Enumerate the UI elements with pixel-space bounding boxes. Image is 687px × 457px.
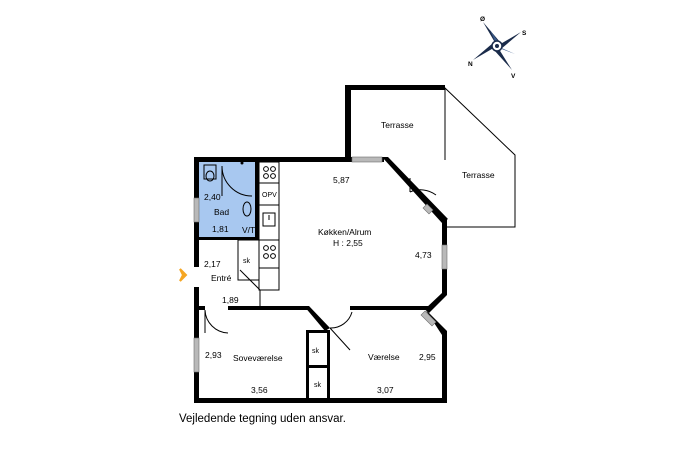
kitchen-name: Køkken/Alrum bbox=[318, 227, 371, 237]
room-name: Værelse bbox=[368, 352, 400, 362]
compass-rose-icon: Ø S N V bbox=[468, 16, 527, 80]
bedroom-dim-bottom: 3,56 bbox=[251, 385, 268, 395]
compass-o-label: Ø bbox=[480, 16, 485, 23]
window-right bbox=[441, 244, 448, 270]
bedroom-dim-left: 2,93 bbox=[205, 350, 222, 360]
terrace-1-label: Terrasse bbox=[381, 120, 414, 130]
bedroom-name: Soveværelse bbox=[233, 353, 283, 363]
compass-n-label: N bbox=[468, 61, 473, 68]
kitchen-height: H : 2,55 bbox=[333, 238, 363, 248]
bath-dim-bottom: 1,81 bbox=[212, 224, 229, 234]
bath-name: Bad bbox=[214, 207, 229, 217]
terrace-2-label: Terrasse bbox=[462, 170, 495, 180]
window-bedroom bbox=[193, 337, 200, 373]
windows bbox=[193, 156, 448, 373]
opv-label: OPV bbox=[262, 192, 277, 199]
compass-s-label: S bbox=[522, 30, 527, 37]
disclaimer-caption: Vejledende tegning uden ansvar. bbox=[179, 413, 346, 425]
closet-a-label: sk bbox=[312, 348, 320, 355]
room-dim-right: 2,95 bbox=[419, 352, 436, 362]
entry-dim-bottom: 1,89 bbox=[222, 295, 239, 305]
bathroom-fill bbox=[198, 162, 255, 238]
window-bath bbox=[193, 197, 200, 223]
entry-name: Entré bbox=[211, 273, 232, 283]
window-diag-upper bbox=[422, 203, 434, 215]
entry-closet-label: sk bbox=[243, 258, 251, 265]
bath-fixtures bbox=[203, 161, 252, 217]
entry-arrow-icon bbox=[179, 268, 188, 282]
kitchen-dim-right: 4,73 bbox=[415, 250, 432, 260]
vt-label: V/T bbox=[242, 225, 255, 235]
window-diag-lower bbox=[420, 310, 437, 327]
closet-b-label: sk bbox=[314, 382, 322, 389]
entry-dim-top: 2,17 bbox=[204, 259, 221, 269]
kitchen-fixtures bbox=[262, 166, 276, 259]
room-dim-bottom: 3,07 bbox=[377, 385, 394, 395]
doors bbox=[204, 165, 437, 351]
kitchen-dim-top: 5,87 bbox=[333, 175, 350, 185]
compass-v-label: V bbox=[511, 73, 516, 80]
window-top bbox=[351, 156, 383, 163]
bath-dim-top: 2,40 bbox=[204, 192, 221, 202]
